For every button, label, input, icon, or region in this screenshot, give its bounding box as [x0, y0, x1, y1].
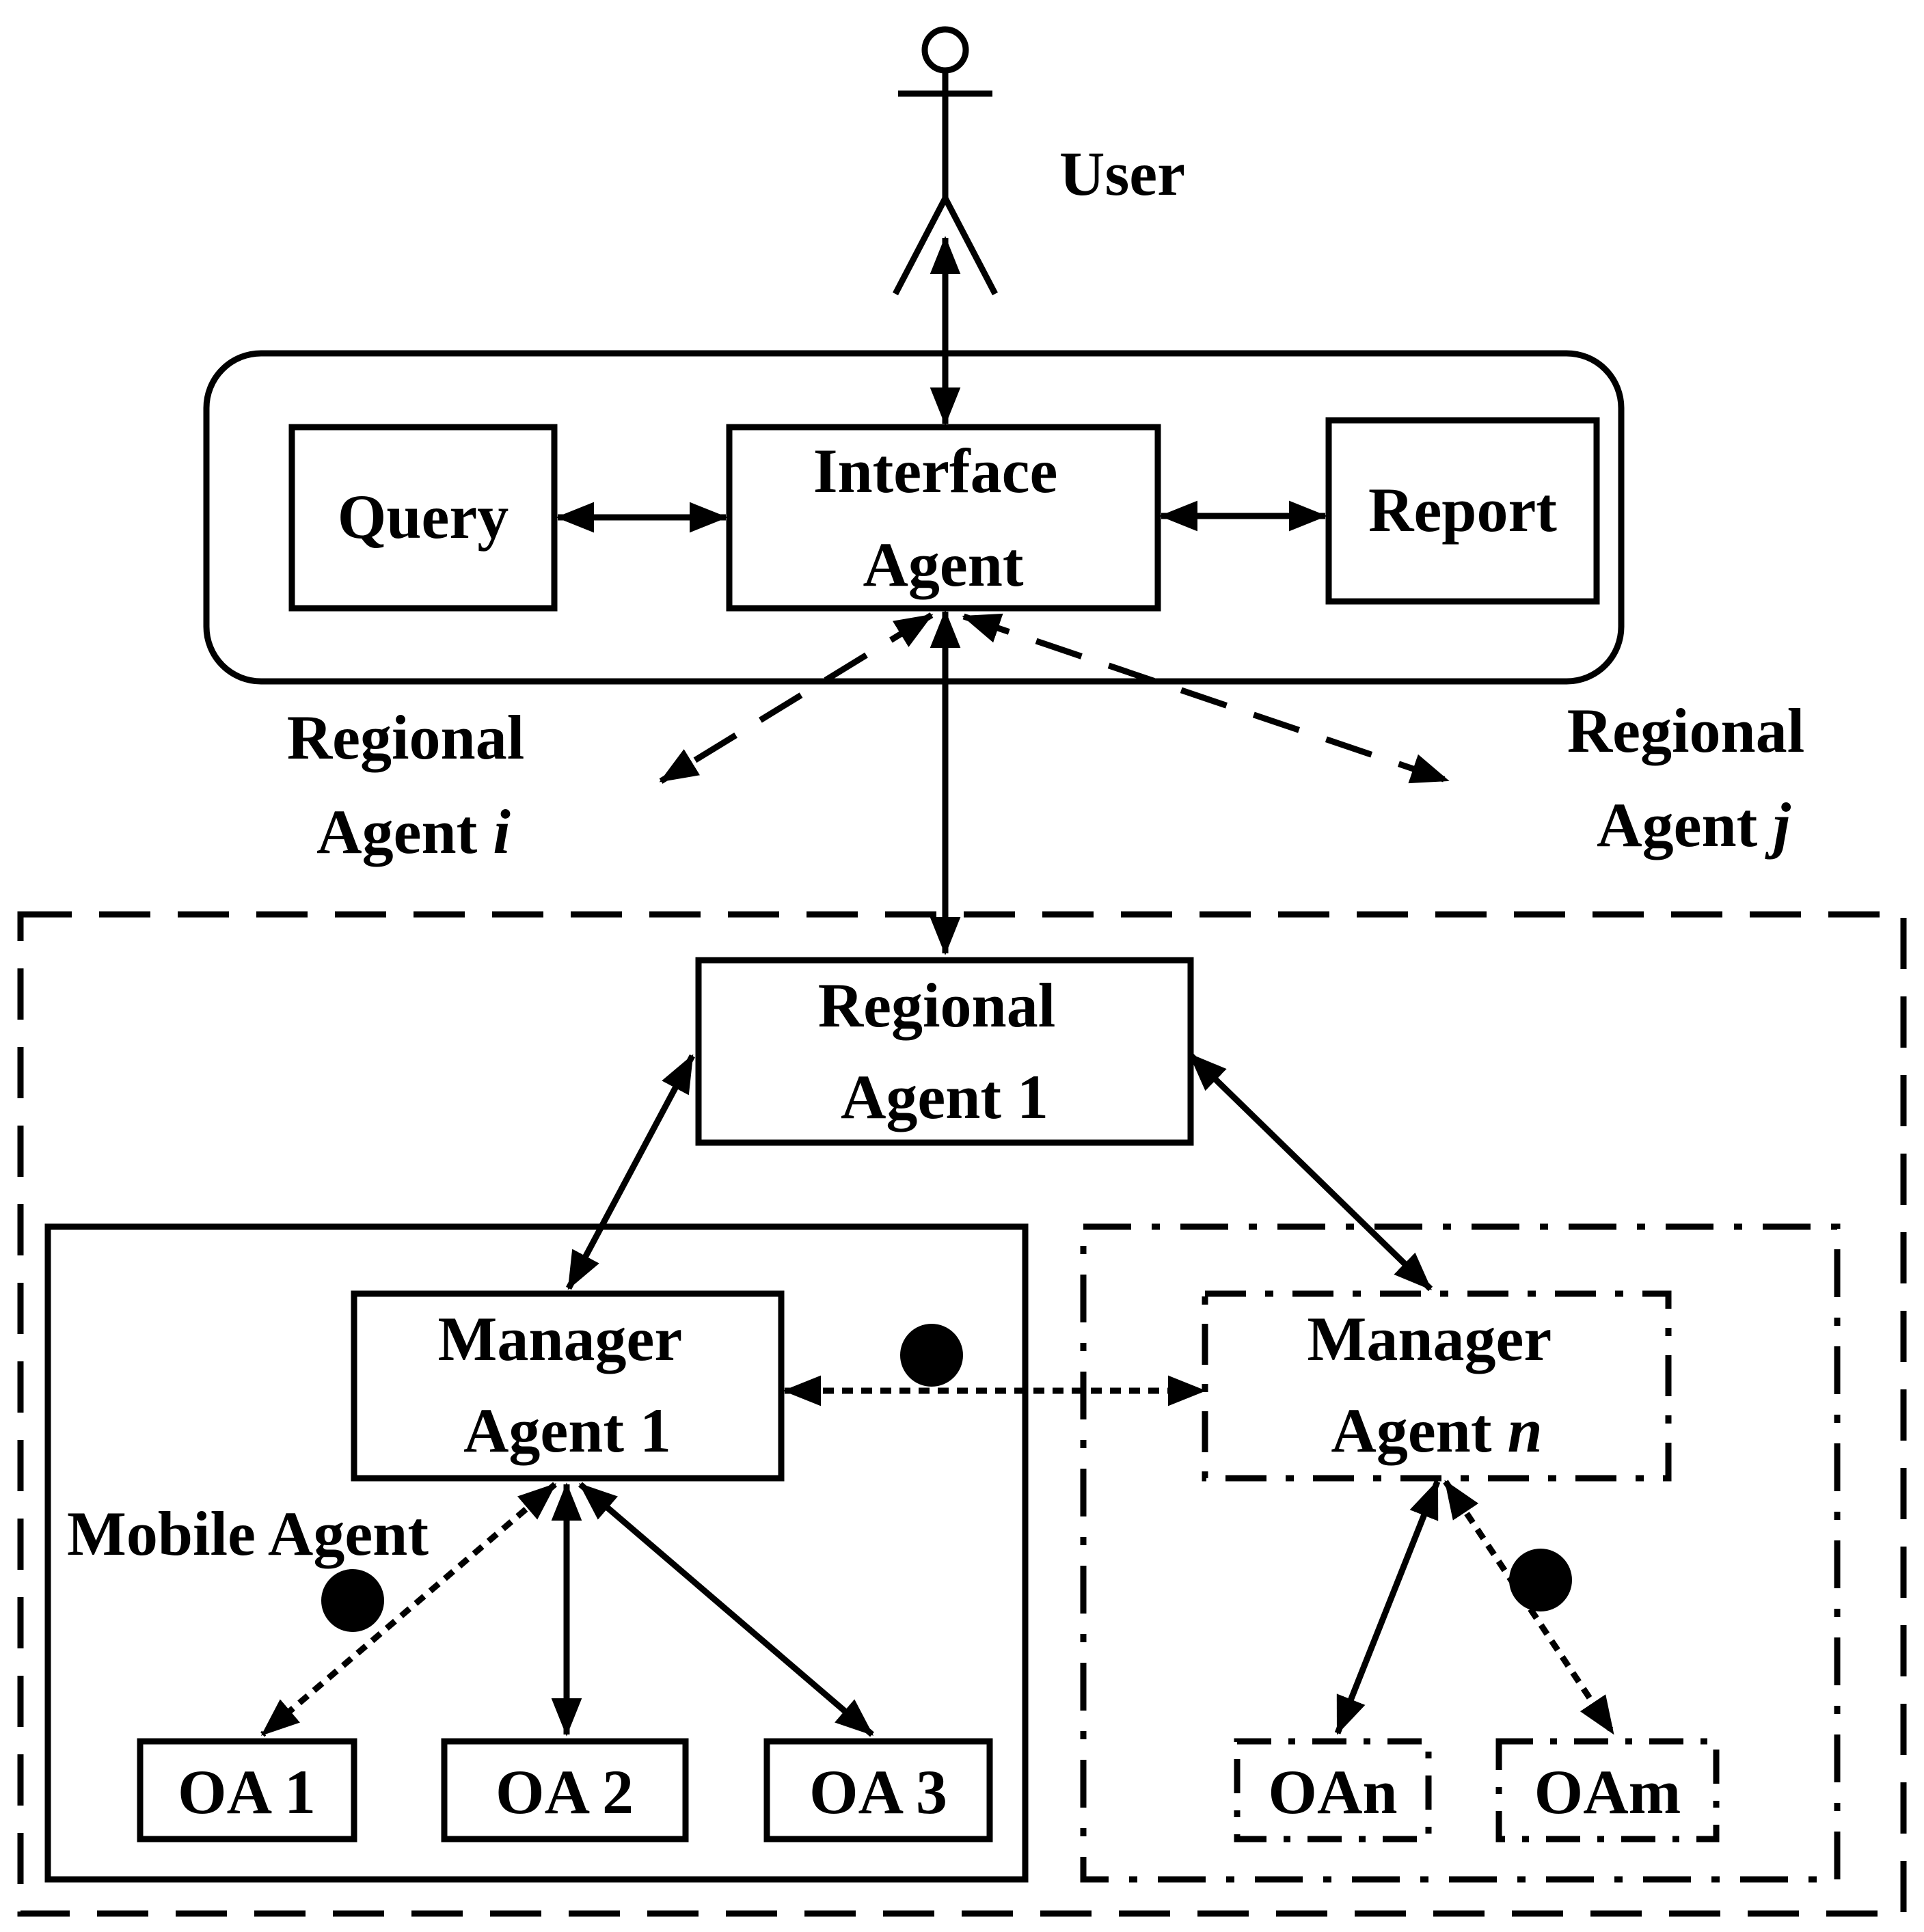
manager-agent-n-line-2: Agent n [1331, 1396, 1542, 1465]
arrow-manager-1-oa-3 [578, 1482, 874, 1737]
interface-agent-line-1: Interface [813, 436, 1058, 506]
regional-agent-j-line-1: Regional [1567, 696, 1805, 765]
regional-agent-i-line-1: Regional [287, 703, 525, 772]
interface-agent-label: Interface Agent [813, 436, 1074, 599]
actor-left-leg [893, 196, 948, 296]
regional-agent-j-line-2: Agent j [1597, 790, 1791, 860]
regional-agent-i-label: Regional Agent i [287, 703, 541, 867]
report-box [1325, 417, 1600, 605]
manager-agent-n-index: n [1507, 1396, 1542, 1465]
regional-agent-i-word: Agent [316, 797, 493, 867]
regional-agent-1-box [695, 957, 1194, 1146]
arrow-interface-regional-i [659, 612, 934, 784]
oa-2-label: OA 2 [496, 1757, 634, 1827]
oa-1-box [137, 1738, 357, 1842]
oa-3-box [763, 1738, 993, 1842]
manager-agent-1-line-1: Manager [437, 1304, 681, 1374]
manager-n-subsystem-container [1080, 1223, 1841, 1883]
oan-box [1234, 1738, 1432, 1842]
report-label: Report [1368, 475, 1557, 545]
manager-agent-1-label: Manager Agent 1 [437, 1304, 696, 1465]
oa-1-label: OA 1 [178, 1757, 316, 1827]
oa-3-label: OA 3 [809, 1757, 947, 1827]
regional-agent-i-line-2: Agent i [316, 797, 511, 867]
mobile-agent-icon [1509, 1549, 1572, 1611]
interface-agent-line-2: Agent [863, 530, 1023, 599]
manager-agent-n-box [1202, 1290, 1672, 1482]
oan-label: OAn [1268, 1757, 1397, 1827]
arrow-interface-regional-j [962, 613, 1450, 784]
mobile-agent-icon [321, 1569, 384, 1632]
regional-agent-1-line-2: Agent 1 [841, 1062, 1048, 1132]
regional-agent-1-line-1: Regional [818, 970, 1056, 1040]
interface-agent-box [726, 424, 1161, 612]
oam-label: OAm [1534, 1757, 1681, 1827]
manager-agent-n-label: Manager Agent n [1307, 1304, 1566, 1465]
actor-head-icon [921, 26, 969, 74]
arrow-manager-n-oam-mobile [1443, 1480, 1616, 1735]
manager-agent-n-word: Agent [1331, 1396, 1507, 1465]
regional-agent-1-label: Regional Agent 1 [818, 970, 1072, 1132]
arrow-regional-1-manager-1 [566, 1054, 695, 1290]
manager-agent-1-box [351, 1290, 785, 1482]
regional-agent-j-word: Agent [1597, 790, 1773, 860]
actor-right-leg [943, 196, 998, 296]
user-label: User [1059, 139, 1185, 208]
query-box [288, 424, 558, 612]
user-actor [893, 26, 998, 296]
regional-agent-j-label: Regional Agent j [1567, 696, 1821, 860]
oa-2-box [441, 1738, 689, 1842]
manager-agent-n-line-1: Manager [1307, 1304, 1550, 1374]
query-label: Query [338, 482, 509, 552]
region-1-boundary [17, 911, 1907, 1917]
oam-box [1495, 1738, 1720, 1842]
mobile-agent-label: Mobile Agent [67, 1499, 429, 1568]
regional-agent-i-index: i [493, 797, 511, 867]
manager-1-subsystem-container [44, 1223, 1029, 1883]
mobile-agent-icon [900, 1324, 963, 1387]
manager-agent-1-line-2: Agent 1 [463, 1396, 671, 1465]
arrow-manager-n-oan [1334, 1480, 1441, 1735]
arrow-manager-1-oa-1-mobile [260, 1482, 557, 1737]
arrow-regional-1-manager-n [1187, 1052, 1433, 1292]
